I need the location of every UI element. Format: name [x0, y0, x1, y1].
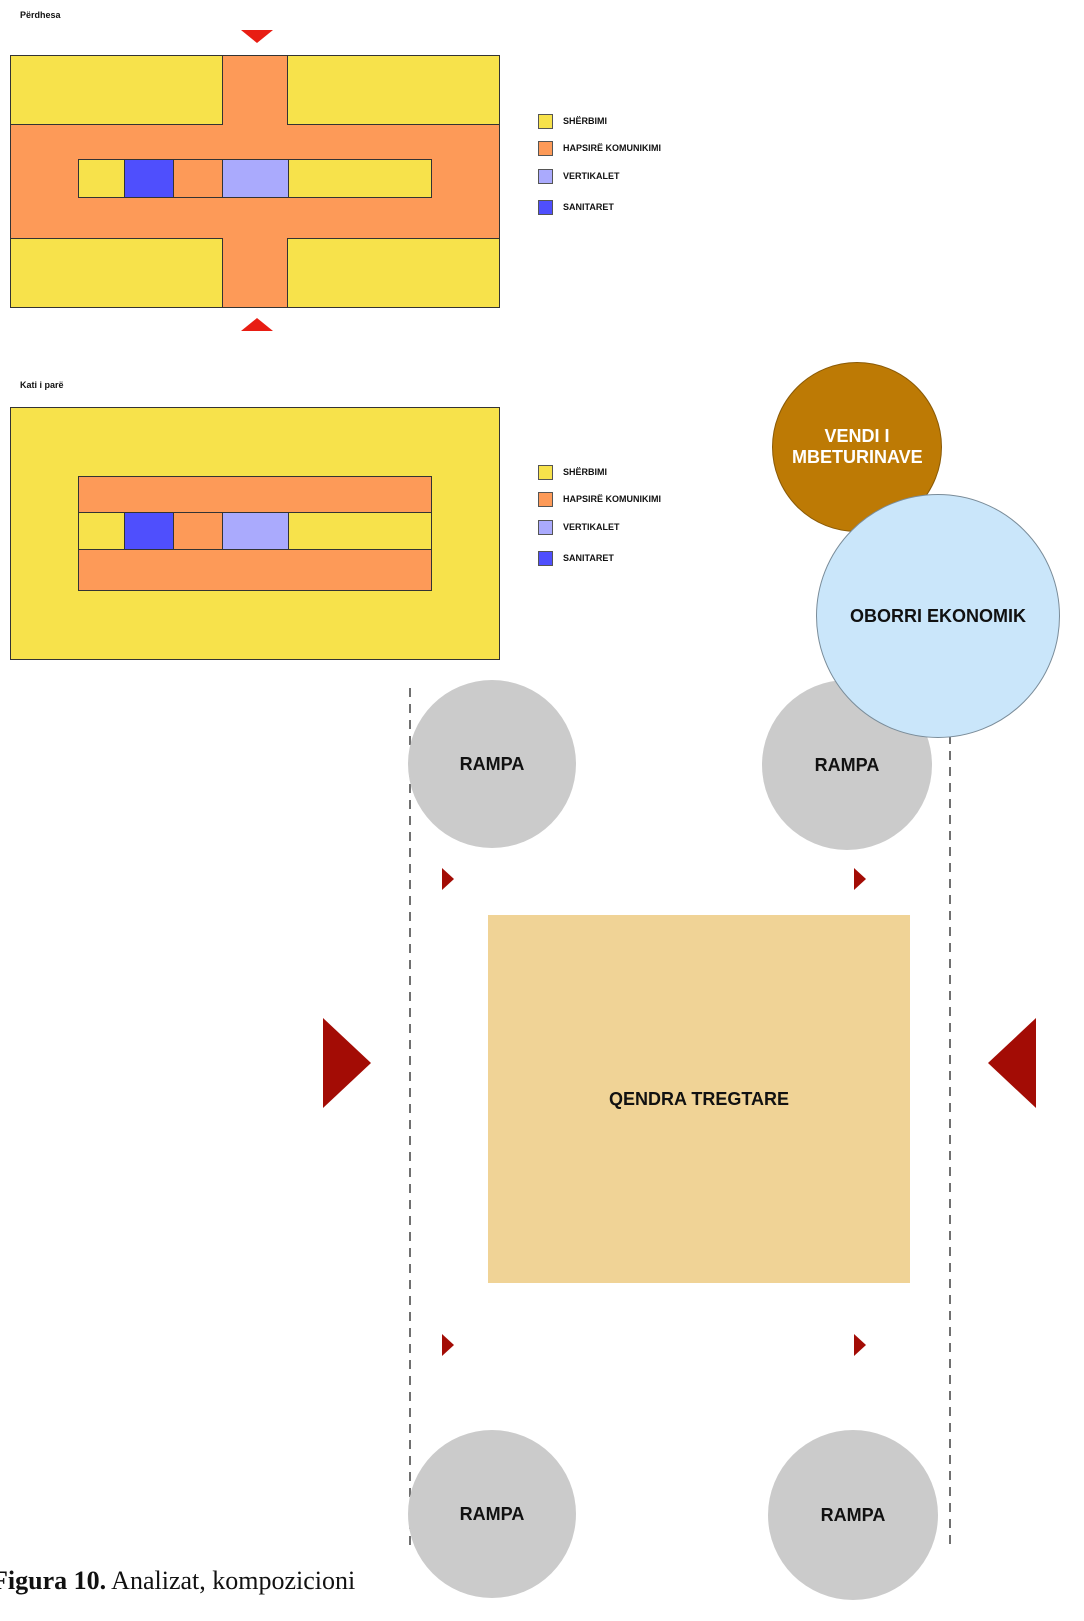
floor-plan-first [10, 407, 500, 660]
figure-caption-text: Analizat, kompozicioni [106, 1566, 356, 1595]
vertical-circulation-block [222, 512, 289, 550]
service-zone [10, 238, 223, 308]
figure-caption-label: Figura 10. [0, 1566, 107, 1595]
ramp-label: RAMPA [814, 754, 880, 775]
ramp-bottom-right: RAMPA [768, 1430, 938, 1600]
vertical-circulation-block [222, 159, 289, 198]
legend-item-communication: HAPSIRË KOMUNIKIMI [538, 491, 661, 507]
communication-corridor [78, 549, 432, 591]
boundary-line-left [409, 688, 411, 1548]
ramp-label: RAMPA [459, 753, 525, 774]
legend-label: HAPSIRË KOMUNIKIMI [563, 494, 662, 504]
legend-ground-floor: SHËRBIMI HAPSIRË KOMUNIKIMI VERTIKALET S… [538, 113, 738, 223]
legend-label: VERTIKALET [563, 171, 620, 181]
economic-yard-label: OBORRI EKONOMIK [849, 605, 1026, 626]
shopping-center-block: QENDRA TREGTARE [488, 915, 910, 1283]
communication-corridor [78, 476, 432, 513]
service-zone [10, 55, 223, 125]
legend-label: SHËRBIMI [563, 116, 608, 126]
legend-item-communication: HAPSIRË KOMUNIKIMI [538, 140, 661, 156]
legend-swatch [538, 199, 553, 215]
boundary-line-right [949, 735, 951, 1545]
legend-label: SHËRBIMI [563, 467, 608, 477]
ramp-top-left: RAMPA [408, 680, 576, 848]
legend-swatch [538, 550, 553, 566]
service-zone [287, 238, 500, 308]
shopping-center-label: QENDRA TREGTARE [609, 1088, 789, 1109]
legend-item-service: SHËRBIMI [538, 464, 607, 480]
floor-plan-ground [10, 55, 500, 308]
legend-item-verticals: VERTIKALET [538, 519, 620, 535]
figure-caption: Figura 10. Analizat, kompozicioni [0, 1566, 355, 1596]
sanitary-block [124, 159, 174, 198]
legend-item-sanitary: SANITARET [538, 199, 614, 215]
access-arrow-left [323, 1018, 371, 1108]
legend-first-floor: SHËRBIMI HAPSIRË KOMUNIKIMI VERTIKALET S… [538, 464, 738, 574]
small-arrow-top-left [442, 868, 454, 890]
legend-item-service: SHËRBIMI [538, 113, 607, 129]
entrance-arrow-top [241, 30, 273, 43]
core-communication [173, 159, 223, 198]
legend-swatch [538, 464, 553, 480]
ramp-label: RAMPA [459, 1503, 525, 1524]
plan-title-ground-floor: Përdhesa [20, 10, 61, 20]
legend-swatch [538, 140, 553, 156]
core-communication [173, 512, 223, 550]
small-arrow-bottom-right [854, 1334, 866, 1356]
access-arrow-right [988, 1018, 1036, 1108]
ramp-label: RAMPA [820, 1504, 886, 1525]
legend-label: SANITARET [563, 202, 614, 212]
legend-item-sanitary: SANITARET [538, 550, 614, 566]
sanitary-block [124, 512, 174, 550]
legend-swatch [538, 491, 553, 507]
small-arrow-top-right [854, 868, 866, 890]
ramp-bottom-left: RAMPA [408, 1430, 576, 1598]
legend-label: VERTIKALET [563, 522, 620, 532]
legend-swatch [538, 113, 553, 129]
economic-yard-circle: OBORRI EKONOMIK [816, 494, 1060, 738]
waste-area-label: VENDI I MBETURINAVE [792, 426, 923, 467]
legend-item-verticals: VERTIKALET [538, 168, 620, 184]
small-arrow-bottom-left [442, 1334, 454, 1356]
service-zone [287, 55, 500, 125]
legend-label: SANITARET [563, 553, 614, 563]
legend-label: HAPSIRË KOMUNIKIMI [563, 143, 662, 153]
legend-swatch [538, 519, 553, 535]
legend-swatch [538, 168, 553, 184]
plan-title-first-floor: Kati i parë [20, 380, 64, 390]
entrance-arrow-bottom [241, 318, 273, 331]
